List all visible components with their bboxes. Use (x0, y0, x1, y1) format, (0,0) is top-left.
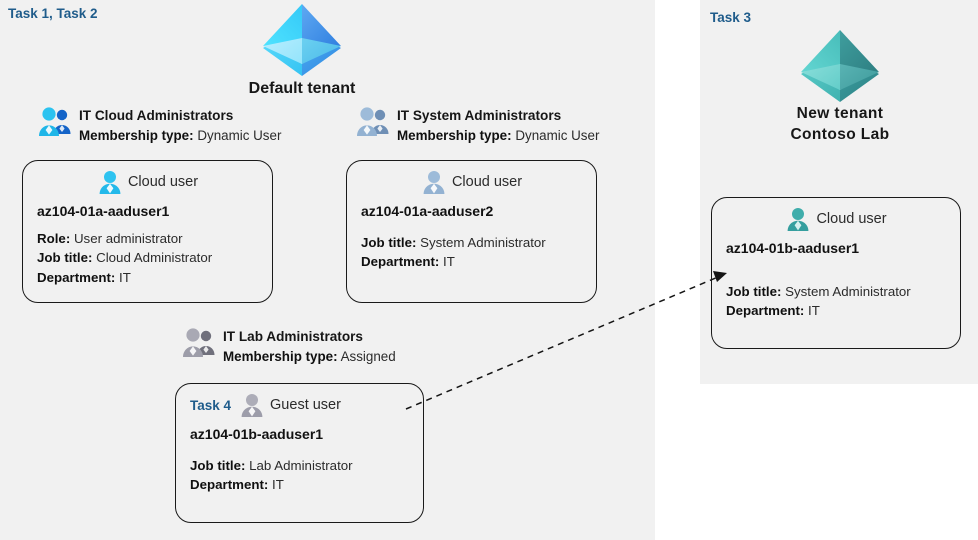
guest-user-icon (241, 393, 263, 417)
user-card-header: Cloud user (726, 206, 948, 232)
group-users-icon (356, 106, 390, 138)
group-name: IT Cloud Administrators (79, 108, 234, 123)
user-card-header: Task 4 Guest user (190, 392, 411, 418)
group-membership-value: Dynamic User (197, 127, 282, 143)
property-label: Department: (726, 303, 805, 319)
group-membership-type: Membership type: Assigned (223, 347, 396, 366)
user-upn: az104-01a-aaduser2 (361, 203, 494, 219)
tenant-default-name: Default tenant (248, 80, 356, 97)
group-membership-label: Membership type: (223, 348, 338, 364)
user-property-department: Department: IT (361, 252, 584, 271)
group-it-lab-administrators: IT Lab Administrators Membership type: A… (182, 327, 396, 366)
user-kind-label: Cloud user (127, 174, 199, 190)
property-value: System Administrator (785, 284, 911, 299)
user-kind-label: Cloud user (816, 211, 887, 227)
group-name: IT System Administrators (397, 108, 562, 123)
group-users-icon (182, 327, 216, 359)
property-label: Job title: (726, 284, 782, 299)
azure-ad-tenant-icon (797, 28, 883, 104)
group-membership-label: Membership type: (79, 127, 194, 143)
user-kind-label: Guest user (270, 397, 341, 413)
tenant-new: New tenant Contoso Lab (760, 28, 920, 146)
user-card-aaduser1-a: Cloud user az104-01a-aaduser1 Role: User… (22, 160, 273, 303)
cloud-user-icon (787, 207, 809, 231)
property-label: Job title: (37, 250, 93, 266)
user-property-job-title: Job title: Cloud Administrator (37, 248, 260, 267)
group-name: IT Lab Administrators (223, 329, 363, 344)
user-card-aaduser1-b-cloud: Cloud user az104-01b-aaduser1 Job title:… (711, 197, 961, 349)
property-label: Job title: (361, 235, 417, 250)
property-value: Lab Administrator (249, 458, 353, 473)
task-label-4: Task 4 (190, 397, 232, 413)
user-properties: Job title: System Administrator Departme… (726, 282, 948, 321)
task-label-3: Task 3 (710, 10, 752, 25)
tenant-new-name-line2: Contoso Lab (790, 125, 890, 143)
property-label: Department: (37, 269, 116, 285)
default-tenant-panel (0, 0, 655, 540)
user-card-header: Cloud user (361, 169, 584, 195)
user-upn: az104-01a-aaduser1 (37, 203, 170, 219)
property-label: Job title: (190, 458, 246, 473)
user-kind-label: Cloud user (451, 174, 523, 190)
group-it-system-administrators: IT System Administrators Membership type… (356, 106, 599, 145)
property-value: IT (272, 477, 284, 493)
user-card-aaduser1-b-guest: Task 4 Guest user az104-01b-aaduser1 Job… (175, 383, 424, 523)
group-membership-type: Membership type: Dynamic User (397, 126, 599, 145)
group-users-icon (38, 106, 72, 138)
group-membership-value: Dynamic User (515, 127, 600, 143)
tenant-new-name-line1: New tenant (796, 105, 884, 122)
property-label: Department: (361, 254, 440, 270)
property-value: Cloud Administrator (96, 250, 213, 266)
azure-ad-tenant-icon (259, 2, 345, 78)
user-card-aaduser2-a: Cloud user az104-01a-aaduser2 Job title:… (346, 160, 597, 303)
property-label: Department: (190, 477, 269, 493)
group-membership-type: Membership type: Dynamic User (79, 126, 281, 145)
property-value: System Administrator (420, 235, 546, 250)
cloud-user-icon (423, 170, 445, 194)
user-property-job-title: Job title: Lab Administrator (190, 456, 411, 475)
user-property-department: Department: IT (37, 268, 260, 287)
user-card-header: Cloud user (37, 169, 260, 195)
property-value: User administrator (73, 231, 183, 246)
property-value: IT (443, 254, 455, 270)
property-value: IT (119, 269, 131, 285)
group-it-cloud-administrators: IT Cloud Administrators Membership type:… (38, 106, 281, 145)
task-label-1-2: Task 1, Task 2 (8, 6, 98, 21)
property-label: Role: (37, 231, 71, 246)
cloud-user-icon (99, 170, 121, 194)
user-properties: Job title: System Administrator Departme… (361, 233, 584, 272)
user-upn: az104-01b-aaduser1 (190, 426, 324, 442)
user-property-job-title: Job title: System Administrator (726, 282, 948, 301)
group-membership-value: Assigned (340, 348, 396, 364)
group-membership-label: Membership type: (397, 127, 512, 143)
user-upn: az104-01b-aaduser1 (726, 240, 860, 256)
property-value: IT (808, 303, 820, 319)
user-property-department: Department: IT (726, 301, 948, 320)
user-properties: Job title: Lab Administrator Department:… (190, 456, 411, 495)
user-property-job-title: Job title: System Administrator (361, 233, 584, 252)
user-property-role: Role: User administrator (37, 229, 260, 248)
tenant-default: Default tenant (222, 2, 382, 100)
user-properties: Role: User administrator Job title: Clou… (37, 229, 260, 287)
user-property-department: Department: IT (190, 475, 411, 494)
